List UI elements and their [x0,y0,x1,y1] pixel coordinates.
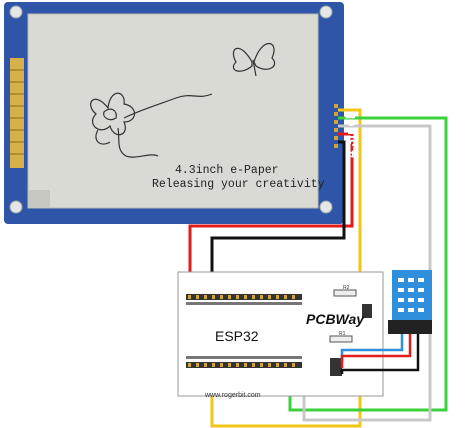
wire-sensor-black [340,334,420,374]
esp32-header-top-labels [186,302,302,305]
wire-sensor-red [340,334,412,368]
flower-illustration [90,92,213,158]
esp32-header-top-pins [188,295,295,299]
wire-gray [302,124,432,422]
esp32-header-bottom-labels [186,356,302,359]
wire-black [210,140,346,286]
sensor-connector [330,358,342,376]
resistor-r1 [329,335,353,343]
epaper-left-connector-pins [10,69,24,155]
dht-sensor-grid [398,278,424,312]
pcbway-logo: PCBWay [306,311,365,327]
esp32-label: ESP32 [215,328,259,344]
mounting-holes [9,5,333,214]
esp32-header-bottom-pins [188,363,295,367]
resistor-r2 [333,289,357,297]
small-component [362,304,372,318]
epaper-header-pins [334,104,338,148]
wire-yellow [210,108,362,428]
butterfly-illustration [232,43,276,77]
wire-red [188,132,354,286]
website-label: www.rogerbit.com [205,392,261,399]
resistor-r1-label: R1 [339,331,346,337]
epaper-left-connector [10,58,24,168]
resistor-r2-label: R2 [343,285,350,291]
epaper-display [27,13,319,209]
epaper-side-label: 4.3inch e-Paper [342,57,358,158]
dht-sensor-base [388,320,432,334]
epaper-flex-cable [28,190,50,208]
epaper-text-line2: Releasing your creativity [152,178,325,191]
epaper-text-line1: 4.3inch e-Paper [175,164,279,177]
